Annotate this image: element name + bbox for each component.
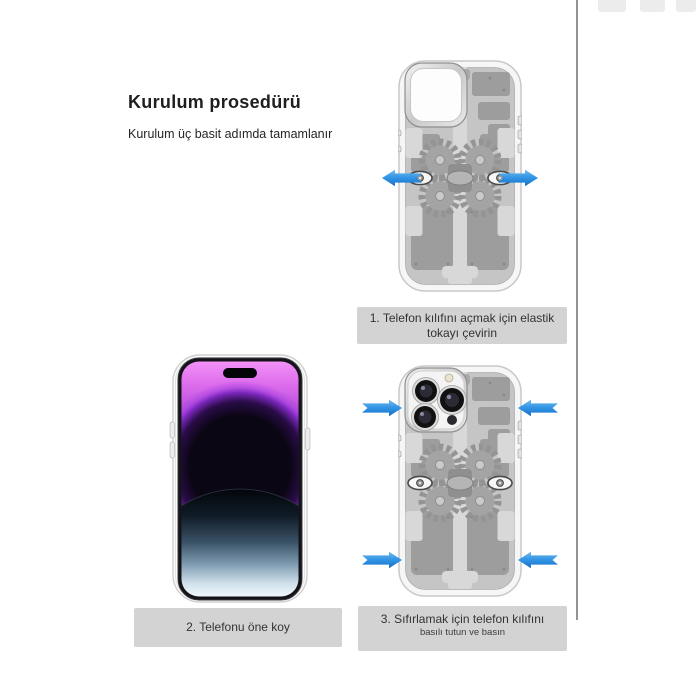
cropped-artifact xyxy=(640,0,665,12)
step1-caption-text: 1. Telefon kılıfını açmak için elastik t… xyxy=(369,311,555,340)
elastic-buckle-right-icon xyxy=(487,475,513,491)
step2-caption-text: 2. Telefonu öne koy xyxy=(186,620,290,634)
elastic-buckle-left-icon xyxy=(407,475,433,491)
step3-caption: 3. Sıfırlamak için telefon kılıfını bası… xyxy=(358,606,567,651)
arrow-inward-top-right-icon xyxy=(518,399,558,417)
content-divider-line xyxy=(576,0,578,620)
camera-flash xyxy=(444,373,454,383)
page-subtitle: Kurulum üç basit adımda tamamlanır xyxy=(128,127,333,141)
step3-caption-detail: basılı tutun ve basın xyxy=(419,627,506,638)
arrow-inward-top-left-icon xyxy=(362,399,402,417)
cropped-artifact xyxy=(676,0,696,12)
lidar-sensor xyxy=(447,415,457,425)
step3-case-reset-figure xyxy=(362,362,558,602)
step2-phone-figure xyxy=(169,354,311,603)
phone-screen-wallpaper xyxy=(181,361,299,597)
page-title: Kurulum prosedürü xyxy=(128,92,302,112)
step2-caption: 2. Telefonu öne koy xyxy=(134,608,342,647)
step1-caption: 1. Telefon kılıfını açmak için elastik t… xyxy=(357,307,567,344)
cropped-artifact xyxy=(598,0,626,12)
step3-caption-text: 3. Sıfırlamak için telefon kılıfını xyxy=(380,612,545,626)
dynamic-island xyxy=(223,368,257,378)
arrow-inward-bottom-left-icon xyxy=(362,551,402,569)
camera-cutout xyxy=(404,62,468,128)
case-side-buttons xyxy=(169,421,311,459)
camera-lenses xyxy=(411,373,467,431)
camera-module xyxy=(404,367,468,433)
arrow-inward-bottom-right-icon xyxy=(518,551,558,569)
step1-case-open-figure xyxy=(382,56,538,296)
